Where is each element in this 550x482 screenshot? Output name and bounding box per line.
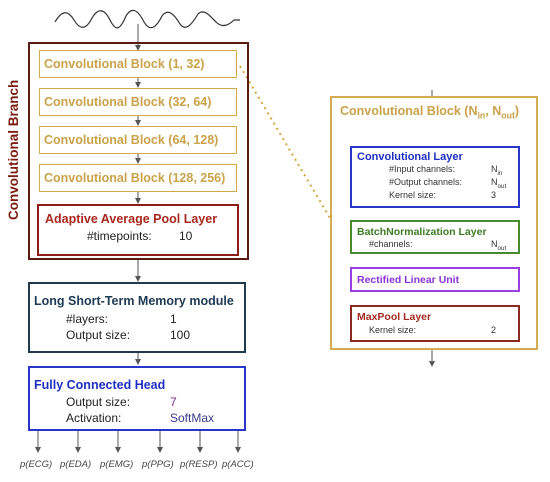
lstm-output-key: Output size:: [66, 328, 131, 342]
detail-bn-channels-key: #channels:: [369, 239, 413, 249]
conv-block-1: Convolutional Block (1, 32): [39, 50, 237, 78]
detail-conv-out-value: Nout: [491, 176, 507, 190]
output-label-ppg: p(PPG): [142, 459, 174, 470]
fc-output-key: Output size:: [66, 395, 131, 409]
detail-conv-out-key: #Output channels:: [389, 176, 463, 187]
convolutional-branch-title: Convolutional Branch: [6, 79, 21, 220]
output-label-acc: p(ACC): [222, 459, 254, 470]
detail-bn-channels-value: Nout: [491, 239, 507, 252]
output-label-eda: p(EDA): [60, 459, 92, 470]
detail-maxpool-kernel-value: 2: [491, 325, 497, 335]
conv-block-3: Convolutional Block (64, 128): [39, 126, 237, 154]
output-label-ecg: p(ECG): [20, 459, 53, 470]
detail-panel-title: Convolutional Block (Nin, Nout): [340, 104, 520, 121]
detail-conv-layer: Convolutional Layer #Input channels: Nin…: [350, 146, 520, 208]
lstm-module: Long Short-Term Memory module #layers: 1…: [28, 282, 246, 353]
lstm-output-value: 100: [170, 328, 191, 342]
detail-conv-kernel-value: 3: [491, 189, 497, 200]
detail-conv-kernel-key: Kernel size:: [389, 189, 437, 200]
lstm-title: Long Short-Term Memory module: [34, 294, 234, 308]
conv-block-4: Convolutional Block (128, 256): [39, 164, 237, 192]
adaptive-pool-title: Adaptive Average Pool Layer: [45, 212, 218, 226]
zoom-connector: [239, 65, 331, 219]
adaptive-pool-layer: Adaptive Average Pool Layer #timepoints:…: [37, 204, 239, 256]
fc-activation-key: Activation:: [66, 411, 122, 425]
detail-maxpool-layer: MaxPool Layer Kernel size: 2: [350, 305, 520, 342]
lstm-layers-value: 1: [170, 312, 177, 326]
timepoints-value: 10: [179, 229, 193, 243]
output-label-emg: p(EMG): [100, 459, 134, 470]
lstm-layers-key: #layers:: [66, 312, 109, 326]
detail-batchnorm-layer: BatchNormalization Layer #channels: Nout: [350, 220, 520, 254]
detail-conv-in-value: Nin: [491, 164, 503, 177]
detail-maxpool-kernel-key: Kernel size:: [369, 325, 417, 335]
fc-output-value: 7: [170, 395, 177, 409]
fc-title: Fully Connected Head: [34, 378, 166, 392]
detail-conv-title: Convolutional Layer: [357, 151, 463, 163]
detail-relu-layer: Rectified Linear Unit: [350, 267, 520, 292]
output-label-resp: p(RESP): [180, 459, 218, 470]
detail-conv-in-key: #Input channels:: [389, 164, 456, 174]
fully-connected-head: Fully Connected Head Output size: 7 Acti…: [28, 366, 246, 431]
input-signal-waveform: [54, 9, 240, 29]
detail-maxpool-title: MaxPool Layer: [357, 311, 432, 323]
detail-batchnorm-title: BatchNormalization Layer: [357, 226, 487, 238]
convolutional-branch-frame: [28, 42, 249, 260]
timepoints-key: #timepoints:: [87, 229, 152, 243]
conv-block-2: Convolutional Block (32, 64): [39, 88, 237, 116]
detail-relu-title: Rectified Linear Unit: [357, 274, 460, 286]
fc-activation-value: SoftMax: [170, 411, 215, 425]
